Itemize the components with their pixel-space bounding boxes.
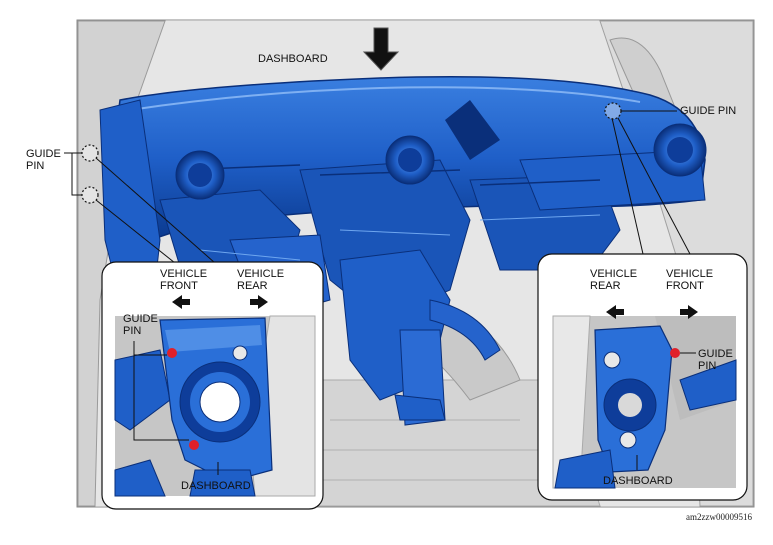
guide-pin-dot-left-lower — [189, 440, 199, 450]
arrow-right-icon — [250, 295, 268, 309]
left-inset-dashboard-label: DASHBOARD — [181, 480, 251, 492]
guide-pin-label-right: GUIDE PIN — [680, 105, 737, 117]
guide-pin-label-left: GUIDE PIN — [26, 148, 61, 172]
figure-reference-code: am2zzw00009516 — [686, 512, 752, 522]
right-inset-guide-pin-label: GUIDE PIN — [698, 348, 733, 372]
left-inset-vehicle-rear-label: VEHICLE REAR — [237, 268, 285, 292]
air-vent-left — [175, 150, 225, 200]
right-detail-inset — [537, 253, 748, 501]
air-vent-right — [653, 123, 707, 177]
left-detail-inset — [101, 261, 324, 510]
guide-pin-dot-right — [670, 348, 680, 358]
guide-pin-marker-left-lower — [81, 186, 99, 204]
arrow-down-icon — [362, 27, 400, 71]
left-inset-guide-pin-label: GUIDE PIN — [123, 313, 158, 337]
arrow-left-icon — [172, 295, 190, 309]
left-inset-vehicle-front-label: VEHICLE FRONT — [160, 268, 208, 292]
arrow-right-icon — [680, 305, 698, 319]
air-vent-center — [385, 135, 435, 185]
dashboard-label: DASHBOARD — [258, 53, 328, 65]
right-inset-vehicle-front-label: VEHICLE FRONT — [666, 268, 714, 292]
guide-pin-marker-left-upper — [81, 144, 99, 162]
guide-pin-marker-right — [604, 102, 622, 120]
leader-lines — [64, 110, 691, 264]
guide-pin-dot-left-upper — [167, 348, 177, 358]
arrow-left-icon — [606, 305, 624, 319]
right-inset-vehicle-rear-label: VEHICLE REAR — [590, 268, 638, 292]
right-inset-dashboard-label: DASHBOARD — [603, 475, 673, 487]
